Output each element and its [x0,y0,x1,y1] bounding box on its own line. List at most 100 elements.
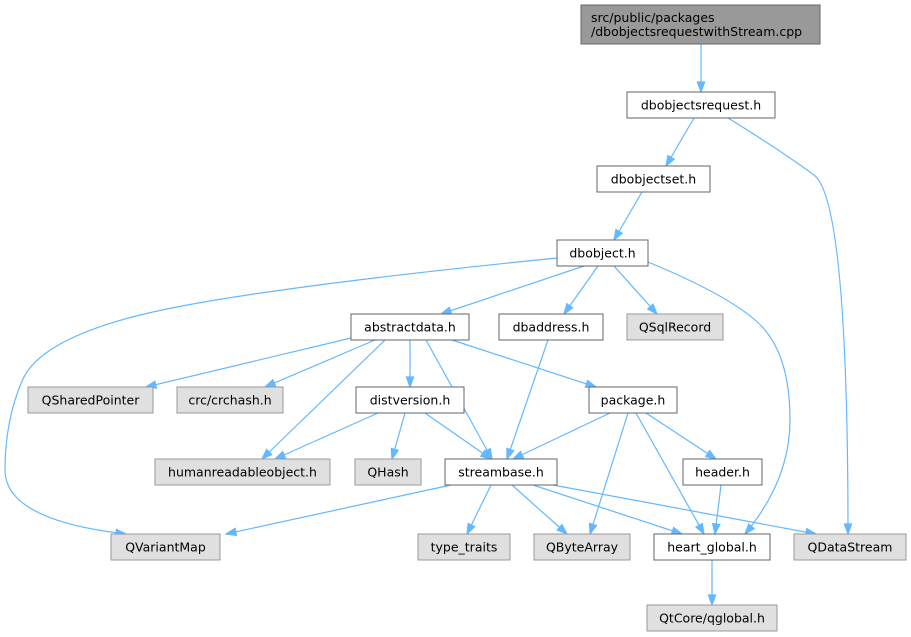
node-header[interactable]: header.h [682,458,763,486]
edge-heartglobal-to-qglobal [707,560,717,607]
node-box [350,313,470,341]
node-label: QDataStream [808,540,893,555]
arrowhead [743,523,756,536]
edge-line [261,339,386,460]
arrowhead [665,154,676,168]
node-qhash: QHash [354,458,422,486]
node-dbobjectset[interactable]: dbobjectset.h [596,165,711,193]
arrowhead [704,449,718,460]
node-label: dbobjectset.h [611,172,696,187]
node-qdatastream: QDataStream [793,533,907,561]
arrowhead [588,522,598,536]
edge-distversion-to-qhash [390,412,406,461]
arrowhead [479,449,493,461]
node-box [417,533,511,561]
node-box [588,386,678,414]
edge-line [645,412,717,460]
edge-dbobject-to-abstractdata [439,265,585,315]
node-box [653,533,771,561]
edge-streambase-to-heartglobal [532,484,684,535]
node-label: type_traits [431,540,498,555]
arrowhead [260,448,273,461]
arrowhead [843,523,853,536]
node-streambase[interactable]: streambase.h [444,458,558,486]
node-qvariantmap: QVariantMap [110,533,221,561]
arrowhead [263,378,277,388]
edge-line [589,412,629,535]
node-humanreadable: humanreadableobject.h [154,458,331,486]
edge-line [635,412,705,535]
node-box [27,386,154,414]
arrowhead [562,302,574,316]
edge-line [506,339,549,460]
edge-line [647,261,791,535]
arrowhead [584,379,598,388]
node-package[interactable]: package.h [588,386,678,414]
arrowhead [694,522,705,536]
node-box [626,91,776,119]
node-dbaddress[interactable]: dbaddress.h [498,313,604,341]
arrowhead [511,450,525,460]
node-dbobjectsrequest[interactable]: dbobjectsrequest.h [626,91,776,119]
node-crchash: crc/crchash.h [176,386,284,414]
edge-line [225,484,452,535]
node-box [793,533,907,561]
edge-line [274,412,379,460]
edge-dbaddress-to-streambase [506,339,549,461]
edge-package-to-streambase [511,412,611,460]
node-label: src/public/packages [591,10,715,25]
edges-layer [4,44,853,607]
edge-line [424,412,492,460]
arrowhead [439,306,453,315]
node-box [626,313,724,341]
node-qglobal: QtCore/qglobal.h [646,604,778,632]
edge-package-to-qbytearray [588,412,629,536]
edge-header-to-heartglobal [711,484,722,536]
node-label: streambase.h [458,465,544,480]
arrowhead [224,527,238,537]
node-abstractdata[interactable]: abstractdata.h [350,313,470,341]
node-box [154,458,331,486]
arrowhead [613,228,624,242]
edge-line [440,265,585,315]
node-label: /dbobjectsrequestwithStream.cpp [591,24,802,39]
node-label: distversion.h [370,393,451,408]
node-box [556,239,649,267]
node-qbytearray: QByteArray [533,533,631,561]
edge-dbobject-to-heartglobal [647,261,791,536]
node-distversion[interactable]: distversion.h [355,386,465,414]
node-label: heart_global.h [667,540,757,555]
node-label: dbobjectsrequest.h [641,98,761,113]
node-box [580,4,821,45]
edge-dbobject-to-dbaddress [562,265,599,316]
node-heartglobal[interactable]: heart_global.h [653,533,771,561]
edge-package-to-heartglobal [635,412,705,536]
nodes-layer: src/public/packages/dbobjectsrequestwith… [27,4,907,632]
edge-streambase-to-qvariantmap [224,484,452,537]
edge-abstractdata-to-crchash [263,339,376,388]
arrowhead [466,522,476,536]
arrowhead [670,526,684,535]
edge-distversion-to-streambase [424,412,493,461]
edge-abstractdata-to-humanreadable [260,339,386,461]
edge-line [532,484,683,535]
arrowhead [273,450,287,460]
node-root[interactable]: src/public/packages/dbobjectsrequestwith… [580,4,821,45]
edge-package-to-header [645,412,718,460]
node-dbobject[interactable]: dbobject.h [556,239,649,267]
node-box [444,458,558,486]
edge-streambase-to-typetraits [466,484,492,536]
edge-line [4,257,558,535]
node-label: QVariantMap [125,540,206,555]
node-label: dbobject.h [569,246,635,261]
edge-dbobjectset-to-dbobject [613,191,643,242]
edge-line [145,337,352,388]
node-label: dbaddress.h [513,320,590,335]
edge-line [511,484,568,535]
arrowhead [646,303,659,316]
node-label: QSqlRecord [639,320,711,335]
arrowhead [405,376,415,389]
node-box [355,386,465,414]
node-label: QByteArray [546,540,619,555]
